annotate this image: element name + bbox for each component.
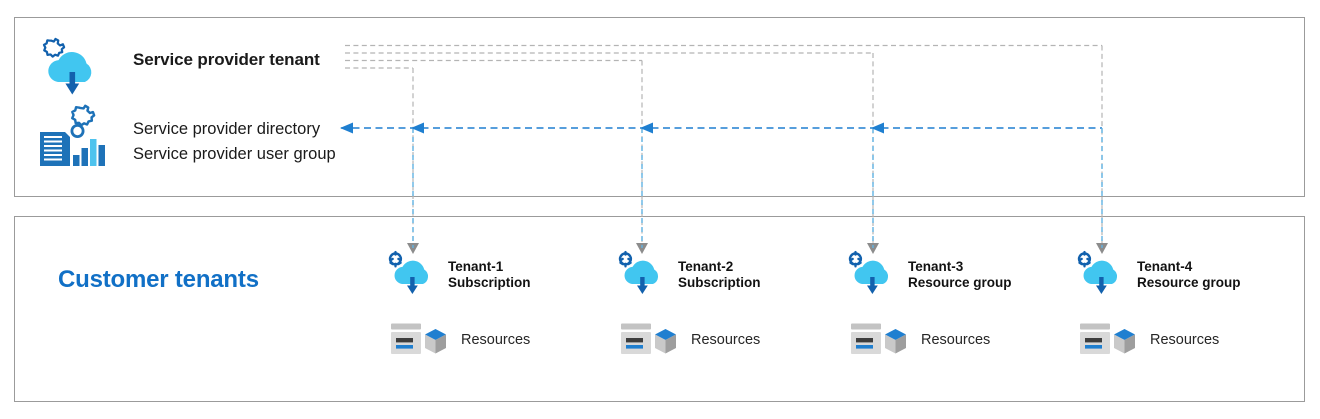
cloud-gear-download-icon bbox=[42, 37, 92, 95]
cloud-gear-download-icon bbox=[1077, 250, 1118, 294]
tenant-header-tenant-1[interactable]: Tenant-1 Subscription bbox=[385, 250, 531, 300]
tenant-scope: Subscription bbox=[448, 275, 531, 290]
tenant-scope: Resource group bbox=[908, 275, 1012, 290]
resources-label: Resources bbox=[691, 332, 761, 348]
tenant-label: Tenant-4 Resource group bbox=[1137, 259, 1241, 291]
service-provider-directory-label: Service provider directory bbox=[133, 120, 321, 138]
tenant-resources-tenant-4[interactable]: Resources bbox=[1078, 322, 1219, 358]
directory-gear-chart-icon bbox=[40, 104, 105, 166]
tenant-label: Tenant-2 Subscription bbox=[678, 259, 761, 291]
tenant-scope: Subscription bbox=[678, 275, 761, 290]
cloud-gear-download-icon bbox=[848, 250, 889, 294]
tenant-resources-tenant-3[interactable]: Resources bbox=[849, 322, 990, 358]
tenant-header-tenant-4[interactable]: Tenant-4 Resource group bbox=[1074, 250, 1241, 300]
customer-tenants-title: Customer tenants bbox=[58, 266, 259, 293]
resources-label: Resources bbox=[461, 332, 531, 348]
resource-server-cube-icon bbox=[621, 323, 676, 354]
customer-tenants-panel bbox=[14, 216, 1305, 402]
resources-label: Resources bbox=[1150, 332, 1220, 348]
service-provider-tenant-title: Service provider tenant bbox=[133, 50, 320, 69]
tenant-label: Tenant-1 Subscription bbox=[448, 259, 531, 291]
document-shape bbox=[40, 132, 70, 166]
tenant-resources-tenant-2[interactable]: Resources bbox=[619, 322, 760, 358]
tenant-header-tenant-2[interactable]: Tenant-2 Subscription bbox=[615, 250, 761, 300]
service-provider-user-group-label: Service provider user group bbox=[133, 145, 336, 163]
service-provider-tenant-panel bbox=[14, 17, 1305, 197]
tenant-name: Tenant-1 bbox=[448, 259, 504, 274]
resource-server-cube-icon bbox=[1080, 323, 1135, 354]
tenant-resources-tenant-1[interactable]: Resources bbox=[389, 322, 530, 358]
resource-server-cube-icon bbox=[391, 323, 446, 354]
download-arrow bbox=[65, 72, 80, 95]
tenant-name: Tenant-3 bbox=[908, 259, 964, 274]
resource-server-cube-icon bbox=[851, 323, 906, 354]
tenant-name: Tenant-2 bbox=[678, 259, 734, 274]
tenant-scope: Resource group bbox=[1137, 275, 1241, 290]
tenant-label: Tenant-3 Resource group bbox=[908, 259, 1012, 291]
cloud-shape bbox=[48, 52, 92, 82]
cloud-gear-download-icon bbox=[388, 250, 429, 294]
cloud-gear-download-icon bbox=[618, 250, 659, 294]
tenant-name: Tenant-4 bbox=[1137, 259, 1193, 274]
resources-label: Resources bbox=[921, 332, 991, 348]
bar-chart-shape bbox=[73, 139, 105, 166]
tenant-header-tenant-3[interactable]: Tenant-3 Resource group bbox=[845, 250, 1012, 300]
